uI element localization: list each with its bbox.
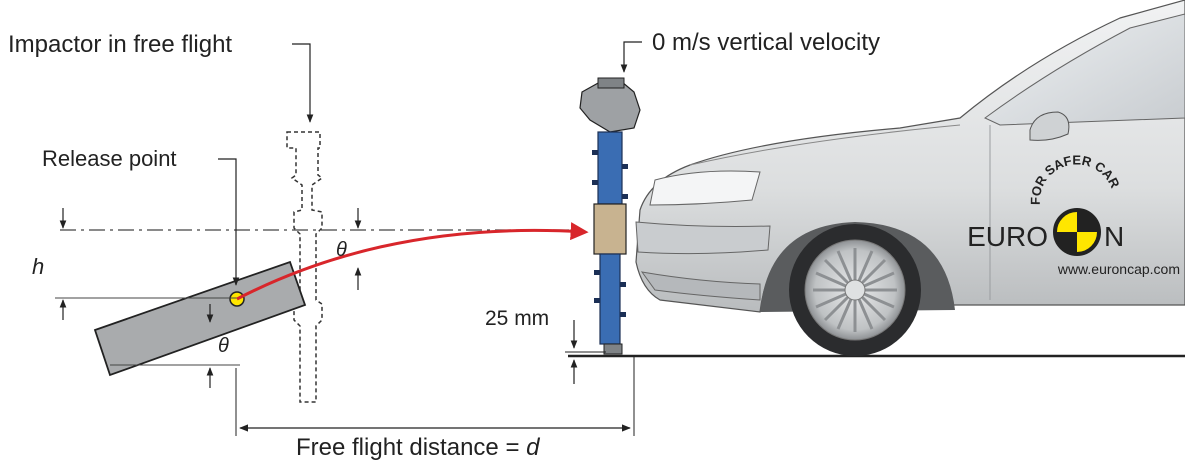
impactor-free-flight-leader	[292, 43, 314, 123]
decal-brand-left: EURO	[967, 221, 1048, 252]
rim-hub	[844, 279, 866, 301]
decal-logo-quadrant	[1077, 210, 1099, 232]
decal-brand-right: N	[1104, 221, 1124, 252]
impactor-free-flight-label: Impactor in free flight	[8, 31, 232, 58]
car-window	[984, 13, 1185, 126]
vertical-velocity-leader	[620, 41, 642, 73]
impactor-upper-block	[597, 77, 625, 89]
bumper-lower	[640, 271, 761, 301]
impactor-tibia	[599, 253, 621, 345]
headlight	[649, 170, 761, 206]
impactor-foot	[603, 343, 623, 355]
hood-line	[689, 124, 961, 166]
launcher-angle-symbol: θ	[218, 335, 229, 357]
impactor-head-unit	[579, 81, 641, 133]
ground-clearance-label: 25 mm	[485, 307, 549, 330]
front-bumper	[635, 221, 771, 255]
vertical-velocity-label: 0 m/s vertical velocity	[652, 29, 880, 56]
legform-impactor	[579, 77, 641, 355]
impactor-knee	[593, 203, 627, 255]
side-mirror	[1029, 111, 1070, 141]
free-flight-distance-prefix: Free flight distance =	[296, 434, 526, 461]
decal-website: www.euroncap.com	[1057, 261, 1180, 277]
impactor-free-flight-outline	[286, 131, 324, 403]
trajectory-arrow	[236, 222, 589, 301]
release-point-label: Release point	[42, 146, 177, 171]
launcher-barrel	[93, 260, 307, 377]
impactor-femur	[597, 131, 623, 205]
trajectory-angle-symbol: θ	[336, 239, 347, 261]
release-point-leader	[218, 158, 240, 286]
impactor-segment-ticks	[592, 150, 628, 317]
decal-logo-quadrant	[1055, 232, 1077, 254]
free-flight-distance-label: Free flight distance = d	[296, 434, 540, 461]
height-symbol: h	[32, 254, 44, 279]
distance-symbol: d	[526, 434, 540, 461]
